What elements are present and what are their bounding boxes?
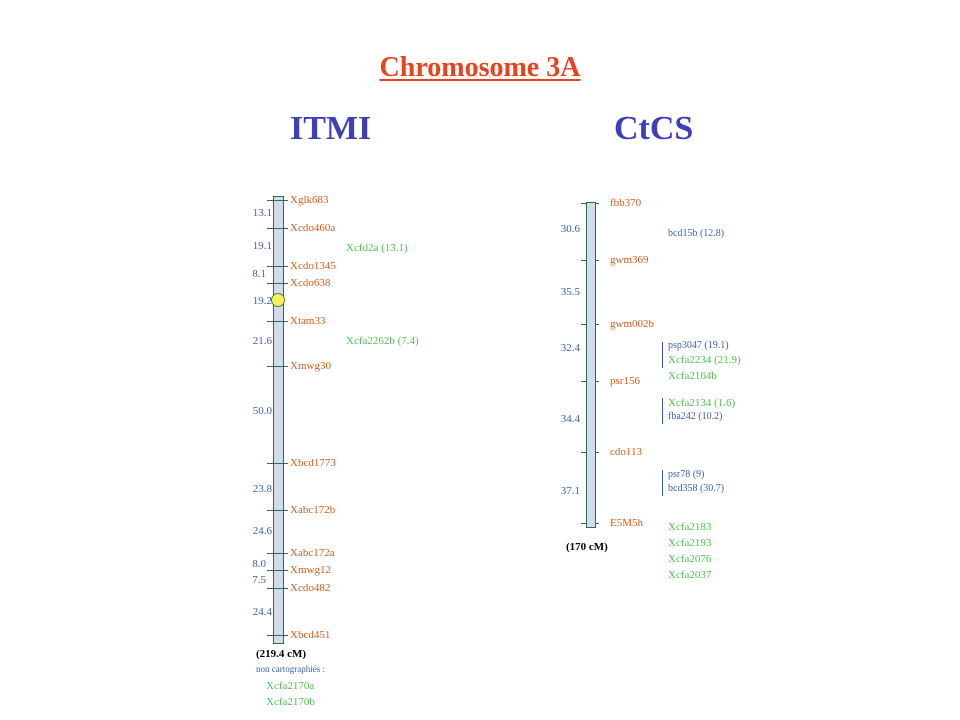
ctcs-distance: 37.1: [560, 485, 580, 497]
ctcs-bracket: [662, 398, 663, 424]
itmi-marker: Xglk683: [290, 194, 329, 206]
ctcs-distance: 32.4: [560, 342, 580, 354]
ctcs-bottom-marker: Xcfa2076: [668, 553, 712, 565]
itmi-marker: Xcdo482: [290, 582, 331, 594]
itmi-marker-tick: [267, 321, 288, 322]
itmi-marker: Xbcd451: [290, 629, 331, 641]
ctcs-bracket: [662, 342, 663, 368]
itmi-marker-tick: [267, 510, 288, 511]
diagram-title: Chromosome 3A: [379, 52, 581, 83]
itmi-distance: 8.1: [252, 268, 266, 280]
itmi-centromere: [271, 293, 285, 307]
itmi-distance: 8.0: [252, 558, 266, 570]
ctcs-bottom-marker: Xcfa2183: [668, 521, 712, 533]
ctcs-heading: CtCS: [614, 110, 694, 147]
itmi-marker-tick: [267, 570, 288, 571]
ctcs-side-marker: bcd15b (12.8): [668, 228, 725, 239]
itmi-unmapped-marker: Xcfa2170a: [266, 680, 315, 692]
itmi-marker-tick: [267, 635, 288, 636]
ctcs-side-marker: Xcfa2234 (21.9): [668, 354, 741, 366]
itmi-marker-tick: [267, 463, 288, 464]
ctcs-marker: E5M5h: [610, 517, 643, 529]
itmi-chromosome: [273, 196, 284, 644]
ctcs-marker: gwm369: [610, 254, 649, 266]
itmi-marker-tick: [267, 200, 288, 201]
ctcs-side-marker: Xcfa2134 (1.6): [668, 397, 736, 409]
itmi-marker: Xmwg30: [290, 360, 331, 372]
itmi-distance: 24.4: [252, 606, 272, 618]
itmi-marker: Xbcd1773: [290, 457, 336, 469]
itmi-unmapped-note: non cartographiés :: [256, 664, 325, 674]
itmi-distance: 7.5: [252, 574, 266, 586]
itmi-distance: 24.6: [252, 525, 272, 537]
itmi-marker: Xabc172a: [290, 547, 335, 559]
ctcs-bracket: [662, 470, 663, 496]
itmi-marker: Xmwg12: [290, 564, 331, 576]
itmi-distance: 19.1: [252, 240, 272, 252]
itmi-distance: 50.0: [252, 405, 272, 417]
itmi-unmapped-marker: Xcfa2170b: [266, 696, 315, 708]
ctcs-side-marker: psr78 (9): [668, 469, 705, 480]
itmi-marker: Xcdo1345: [290, 260, 336, 272]
itmi-marker: Xcdo460a: [290, 222, 336, 234]
itmi-marker-tick: [267, 266, 288, 267]
itmi-distance: 23.8: [252, 483, 272, 495]
ctcs-distance: 34.4: [560, 413, 580, 425]
itmi-side-marker: Xcfa2262b (7.4): [346, 335, 419, 347]
itmi-distance: 21.6: [252, 335, 272, 347]
ctcs-total-length: (170 cM): [566, 541, 608, 553]
ctcs-bottom-marker: Xcfa2193: [668, 537, 712, 549]
ctcs-marker: psr156: [610, 375, 640, 387]
ctcs-marker: fbb370: [610, 197, 642, 209]
ctcs-bottom-marker: Xcfa2037: [668, 569, 712, 581]
ctcs-marker: gwm002b: [610, 318, 654, 330]
itmi-marker-tick: [267, 366, 288, 367]
ctcs-distance: 35.5: [560, 286, 580, 298]
ctcs-side-marker: psp3047 (19.1): [668, 340, 729, 351]
itmi-side-marker: Xcfd2a (13.1): [346, 242, 408, 254]
itmi-marker-tick: [267, 553, 288, 554]
ctcs-chromosome: [586, 202, 596, 528]
ctcs-marker: cdo113: [610, 446, 642, 458]
itmi-marker: Xtam33: [290, 315, 326, 327]
ctcs-side-marker: bcd358 (30.7): [668, 483, 725, 494]
ctcs-side-marker: fba242 (10.2): [668, 411, 723, 422]
itmi-marker-tick: [267, 283, 288, 284]
itmi-total-length: (219.4 cM): [256, 648, 307, 660]
ctcs-distance: 30.6: [560, 223, 580, 235]
itmi-marker: Xabc172b: [290, 504, 336, 516]
itmi-distance: 19.2: [252, 295, 272, 307]
itmi-marker-tick: [267, 228, 288, 229]
itmi-marker: Xcdo638: [290, 277, 331, 289]
ctcs-side-marker: Xcfa2164b: [668, 370, 717, 382]
itmi-heading: ITMI: [290, 110, 372, 147]
itmi-marker-tick: [267, 588, 288, 589]
itmi-distance: 13.1: [252, 207, 272, 219]
